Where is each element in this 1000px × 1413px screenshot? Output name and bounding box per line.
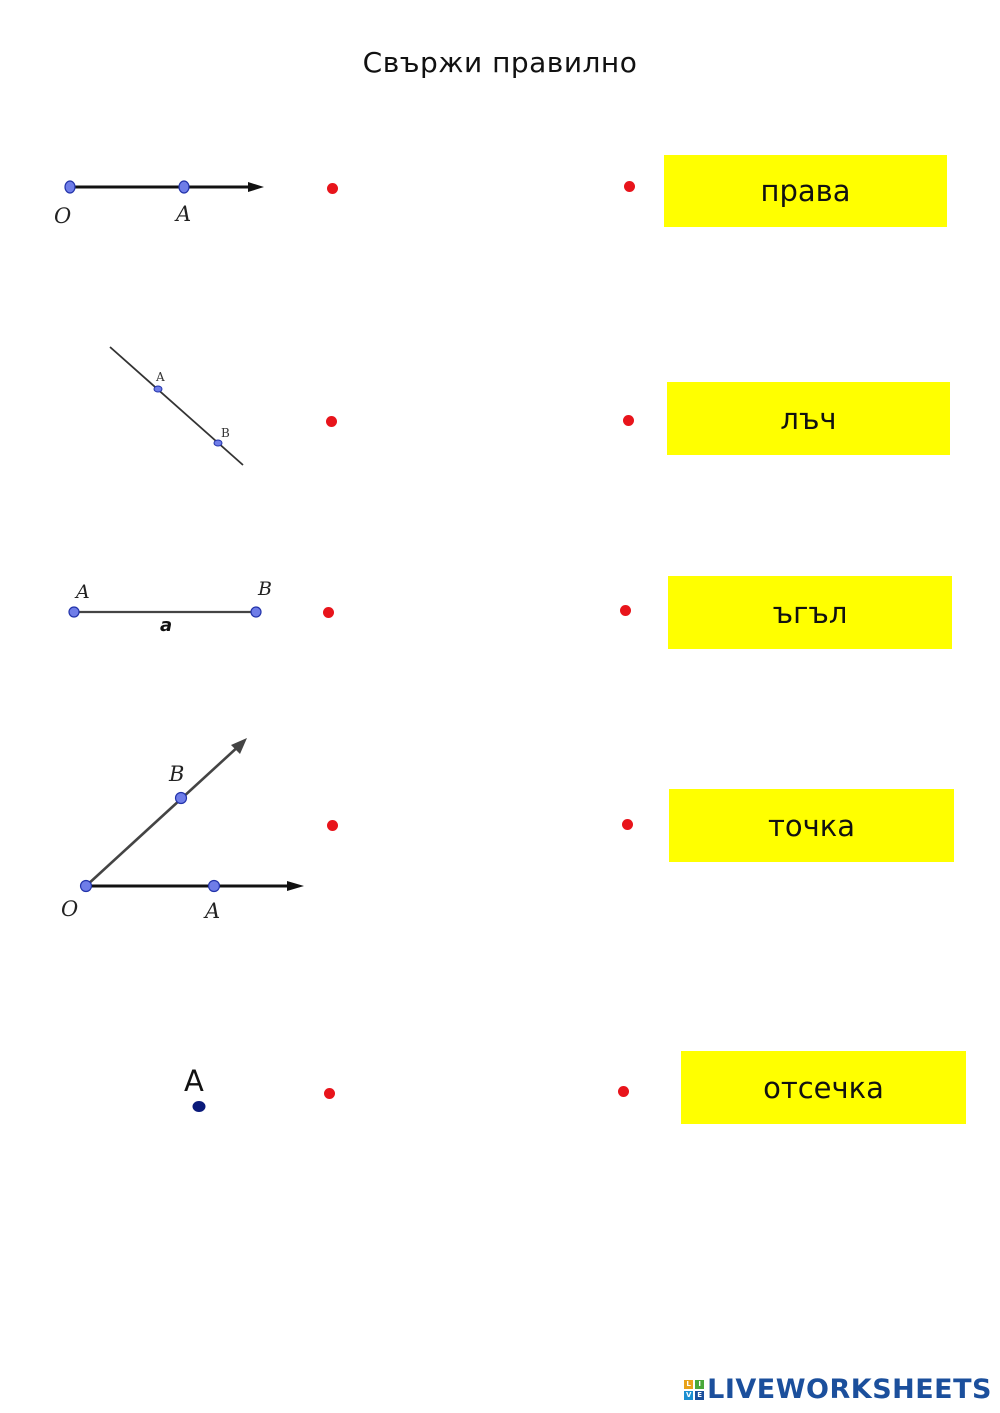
answer-box-4[interactable]: точка [669, 789, 954, 862]
figure-angle: B O A [61, 738, 304, 923]
figure-point: A [184, 1064, 206, 1112]
line-label-a: A [155, 370, 165, 384]
segment-label-a-lower: a [160, 615, 172, 636]
footer-branding: L I V E LIVEWORKSHEETS [684, 1376, 992, 1403]
angle-label-o: O [61, 897, 78, 921]
figure-line: A B [109, 346, 244, 466]
left-connector-dot-3[interactable] [322, 606, 334, 618]
answer-box-2[interactable]: лъч [667, 382, 950, 455]
answer-label: ъгъл [772, 595, 848, 630]
angle-label-a: A [203, 899, 220, 923]
answer-label: лъч [780, 401, 837, 436]
liveworksheets-logo-icon: L I V E [684, 1379, 705, 1400]
page-title: Свържи правилно [362, 46, 638, 79]
answer-box-3[interactable]: ъгъл [668, 576, 952, 649]
line-label-b: B [221, 426, 230, 440]
answer-box-5[interactable]: отсечка [681, 1051, 966, 1124]
figure-ray: O A [54, 180, 264, 228]
left-connector-dot-1[interactable] [326, 182, 338, 194]
answer-label: права [760, 174, 851, 208]
ray-label-o: O [54, 204, 71, 228]
brand-name: LIVEWORKSHEETS [707, 1374, 992, 1405]
segment-label-a: A [74, 581, 90, 603]
ray-label-a: A [174, 202, 191, 226]
angle-label-b: B [168, 762, 184, 786]
left-connector-dot-5[interactable] [323, 1087, 335, 1099]
right-connector-dot-4[interactable] [621, 818, 633, 830]
segment-label-b: B [257, 578, 272, 600]
answer-label: точка [767, 808, 856, 843]
right-connector-dot-5[interactable] [617, 1085, 629, 1097]
right-connector-dot-3[interactable] [619, 604, 631, 616]
figure-segment: A B a [68, 578, 272, 636]
answer-label: отсечка [763, 1070, 884, 1105]
right-connector-dot-1[interactable] [623, 180, 635, 192]
left-connector-dot-4[interactable] [326, 819, 338, 831]
right-connector-dot-2[interactable] [622, 414, 634, 426]
point-label-a: A [184, 1064, 204, 1098]
answer-box-1[interactable]: права [664, 155, 947, 227]
left-connector-dot-2[interactable] [325, 415, 337, 427]
